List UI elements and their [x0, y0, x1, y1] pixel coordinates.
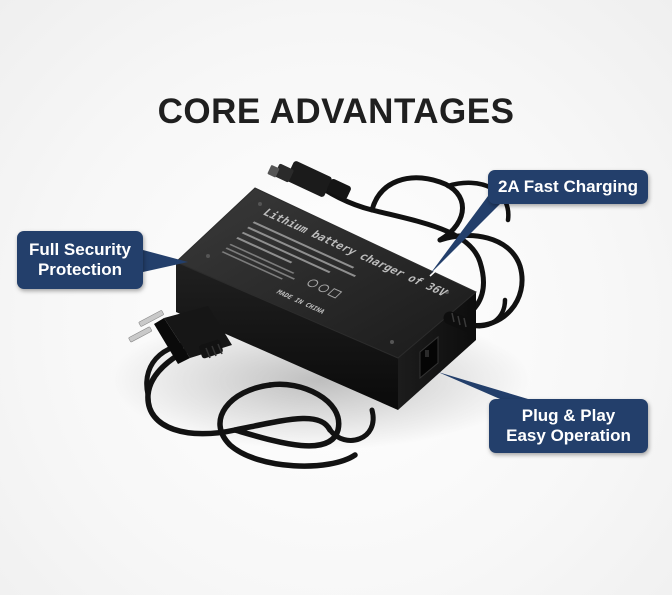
fast-charging-callout: 2A Fast Charging — [488, 170, 648, 204]
cert-mark-icon — [307, 279, 319, 288]
charger-body-side — [176, 262, 398, 410]
callout-pointer-plug-play — [438, 372, 528, 399]
cert-mark-icon — [327, 288, 343, 299]
screw — [206, 254, 210, 258]
callout-pointer-fast-charging — [429, 196, 500, 277]
screw — [258, 202, 262, 206]
security-protection-callout: Full Security Protection — [17, 231, 143, 289]
label-spec-line — [236, 237, 293, 264]
label-spec-line — [241, 231, 331, 274]
page-title: CORE ADVANTAGES — [157, 92, 515, 131]
plug-play-line-1: Plug & Play — [521, 405, 616, 425]
security-line-2: Protection — [37, 260, 123, 279]
label-spec-line — [247, 226, 357, 278]
security-line-1: Full Security — [28, 239, 132, 259]
dc-barrel-plug — [267, 161, 351, 200]
label-spec-line — [252, 221, 355, 269]
plug-and-play-callout: Plug & Play Easy Operation — [489, 399, 648, 453]
ac-wall-plug — [128, 306, 232, 364]
ac-input-socket — [419, 335, 439, 380]
screw — [445, 290, 449, 294]
plug-prong — [138, 310, 164, 327]
strain-relief — [443, 311, 477, 333]
screw — [390, 340, 394, 344]
plug-prong — [128, 326, 152, 343]
label-spec-line — [229, 243, 295, 274]
charger-body-top — [175, 187, 477, 359]
fast-charging-text: 2A Fast Charging — [497, 176, 639, 196]
cert-mark-icon — [318, 284, 330, 293]
label-spec-line — [221, 251, 283, 280]
callout-pointer-security — [143, 250, 188, 272]
label-spec-line — [225, 247, 296, 280]
plug-play-line-2: Easy Operation — [506, 426, 631, 445]
